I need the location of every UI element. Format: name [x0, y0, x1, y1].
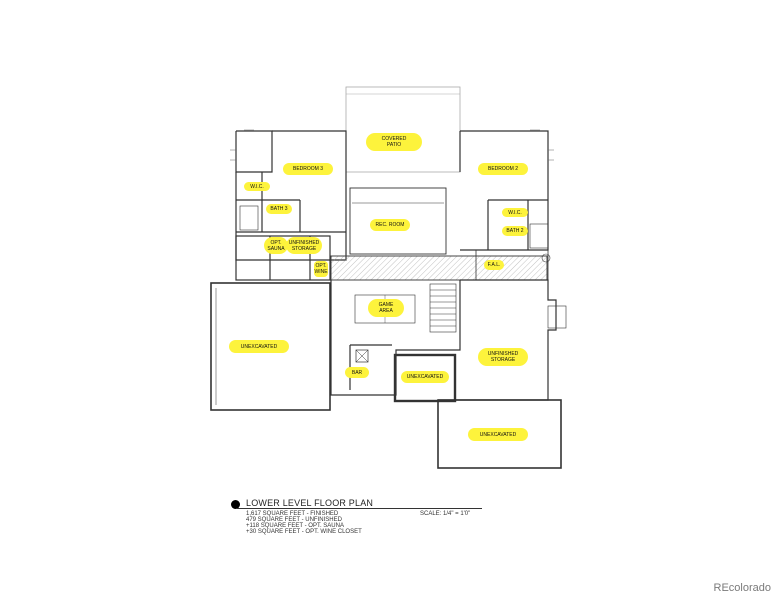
room-bar: BAR — [345, 367, 369, 378]
room-wic-right-label: W.I.C. — [508, 209, 522, 216]
room-bath-3: BATH 3 — [266, 204, 292, 214]
title-divider — [236, 508, 482, 509]
room-wic-left-label: W.I.C. — [250, 183, 264, 190]
room-opt-wine: OPT. WINE — [314, 261, 328, 277]
room-unfinished-storage-right-line2: STORAGE — [490, 357, 516, 363]
area-opt-sauna: +118 SQUARE FEET - OPT. SAUNA — [246, 523, 344, 529]
room-covered-patio-line2: PATIO — [386, 142, 402, 148]
area-opt-wine-closet: +30 SQUARE FEET - OPT. WINE CLOSET — [246, 529, 362, 535]
room-rec-room: REC. ROOM — [370, 219, 410, 231]
room-unexcavated-center-label: UNEXCAVATED — [406, 374, 444, 380]
room-bedroom-3: BEDROOM 3 — [283, 163, 333, 175]
room-fall-label: F.A.L. — [487, 262, 501, 268]
room-unfinished-storage-left: UNFINISHED STORAGE — [286, 237, 322, 254]
room-unfinished-storage-left-line1: UNFINISHED — [288, 239, 320, 246]
room-opt-sauna-line1: OPT. — [270, 239, 282, 246]
room-bar-label: BAR — [351, 369, 363, 376]
room-unexcavated-left: UNEXCAVATED — [229, 340, 289, 353]
room-bedroom-2-label: BEDROOM 2 — [487, 166, 518, 172]
room-covered-patio: COVERED PATIO — [366, 133, 422, 151]
room-bath-2: BATH 2 — [502, 226, 528, 236]
room-covered-patio-line1: COVERED — [381, 136, 407, 142]
title-bullet-icon — [231, 500, 240, 509]
area-unfinished: 479 SQUARE FEET - UNFINISHED — [246, 517, 342, 523]
room-unfinished-storage-right-line1: UNFINISHED — [487, 351, 519, 357]
room-bedroom-2: BEDROOM 2 — [478, 163, 528, 175]
room-bath-3-label: BATH 3 — [270, 206, 288, 212]
room-unexcavated-left-label: UNEXCAVATED — [240, 343, 278, 350]
room-unexcavated-center: UNEXCAVATED — [401, 371, 449, 383]
room-unexcavated-bottom: UNEXCAVATED — [468, 428, 528, 441]
room-unfinished-storage-right: UNFINISHED STORAGE — [478, 348, 528, 366]
watermark-logo: REcolorado — [713, 582, 771, 594]
room-wic-left: W.I.C. — [244, 182, 270, 191]
room-game-area-line2: AREA — [379, 308, 393, 314]
room-opt-wine-line2: WINE — [314, 269, 328, 275]
room-game-area: GAME AREA — [368, 299, 404, 317]
room-unfinished-storage-left-line2: STORAGE — [291, 245, 317, 252]
room-fall: F.A.L. — [484, 260, 504, 270]
room-opt-sauna: OPT. SAUNA — [264, 237, 288, 254]
room-wic-right: W.I.C. — [502, 208, 528, 217]
room-game-area-line1: GAME — [378, 302, 394, 308]
room-opt-sauna-line2: SAUNA — [267, 245, 285, 252]
room-bedroom-3-label: BEDROOM 3 — [292, 166, 323, 172]
room-bath-2-label: BATH 2 — [506, 228, 524, 234]
plan-title: LOWER LEVEL FLOOR PLAN — [246, 498, 374, 508]
plan-scale: SCALE: 1/4" = 1'0" — [420, 511, 471, 517]
area-finished: 1,617 SQUARE FEET - FINISHED — [246, 511, 339, 517]
room-rec-room-label: REC. ROOM — [375, 222, 405, 228]
room-unexcavated-bottom-label: UNEXCAVATED — [479, 431, 517, 438]
room-opt-wine-line1: OPT. — [315, 263, 327, 269]
